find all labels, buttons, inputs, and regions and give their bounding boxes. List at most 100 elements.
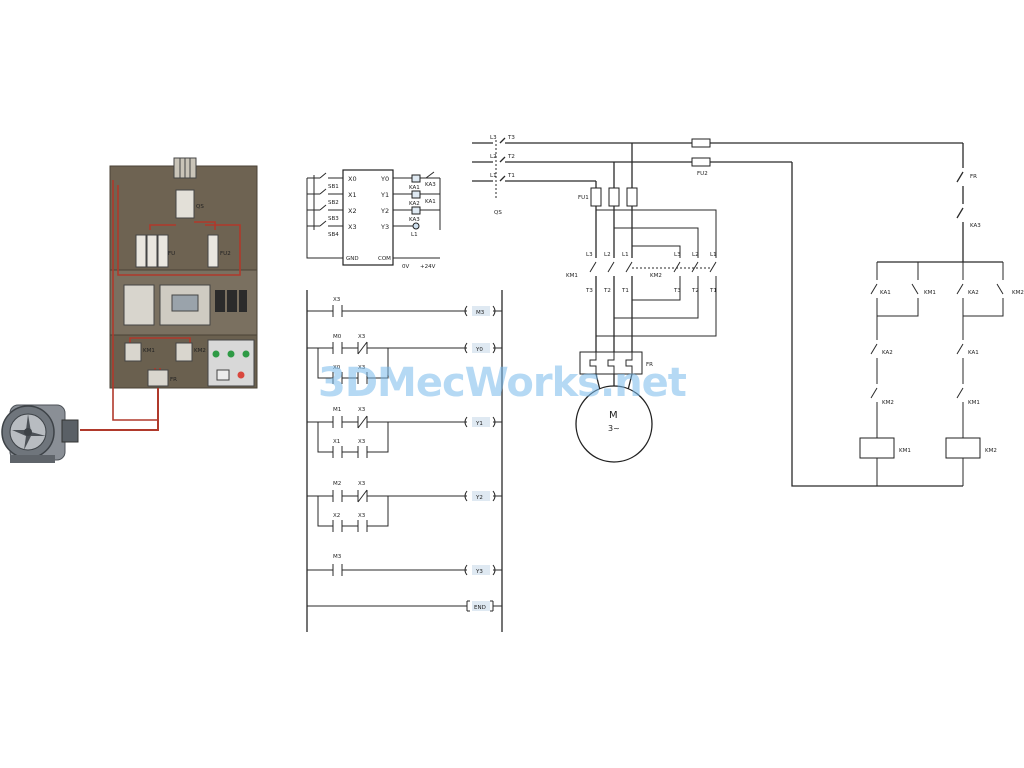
- svg-text:X2: X2: [333, 513, 340, 519]
- svg-text:Y2: Y2: [380, 207, 389, 215]
- svg-text:Y1: Y1: [475, 421, 483, 427]
- svg-text:T2: T2: [603, 288, 611, 294]
- svg-text:L3: L3: [490, 135, 497, 141]
- svg-text:L3: L3: [674, 252, 681, 258]
- panel-breaker-qs: QS: [175, 189, 204, 219]
- svg-text:KM2: KM2: [194, 348, 206, 354]
- svg-text:T3: T3: [507, 135, 515, 141]
- svg-text:KM1: KM1: [968, 400, 980, 406]
- svg-text:KM1: KM1: [924, 290, 936, 296]
- svg-text:KA1: KA1: [425, 199, 436, 205]
- svg-text:KM1: KM1: [899, 448, 911, 454]
- svg-text:X3: X3: [358, 334, 366, 340]
- plc-io-diagram: X0 X1 X2 X3 GND Y0 Y1 Y2 Y3 COM SB1 SB2 …: [306, 169, 441, 270]
- svg-text:FU2: FU2: [697, 171, 708, 177]
- motor-render: [1, 404, 79, 463]
- green-button: [242, 350, 250, 358]
- svg-text:T2: T2: [691, 288, 699, 294]
- svg-text:T3: T3: [585, 288, 593, 294]
- svg-text:KA3: KA3: [409, 217, 420, 223]
- svg-text:T1: T1: [507, 173, 515, 179]
- svg-text:T1: T1: [709, 288, 717, 294]
- svg-text:L3: L3: [586, 252, 593, 258]
- svg-text:Y1: Y1: [380, 191, 389, 199]
- svg-text:GND: GND: [346, 256, 359, 262]
- svg-text:KA1: KA1: [968, 350, 979, 356]
- svg-text:+24V: +24V: [420, 264, 436, 270]
- svg-text:M3: M3: [476, 310, 485, 316]
- svg-text:Y0: Y0: [475, 347, 483, 353]
- svg-text:X2: X2: [348, 207, 357, 215]
- panel-contactors: KM1 KM2 FR: [124, 342, 206, 387]
- panel-door-buttons: [207, 339, 255, 387]
- svg-text:QS: QS: [494, 210, 502, 216]
- svg-text:Y2: Y2: [475, 495, 483, 501]
- svg-text:M: M: [609, 410, 618, 421]
- main-power-circuit: L3 L2 L1 T3 T2 T1 QS FU2 FU1 L3 L2 L1 T3…: [472, 135, 963, 463]
- green-button: [227, 350, 235, 358]
- panel-plc: [123, 284, 247, 326]
- svg-text:KM2: KM2: [882, 400, 894, 406]
- svg-text:KA1: KA1: [409, 185, 420, 191]
- svg-text:FU: FU: [168, 251, 175, 257]
- red-indicator: [237, 371, 245, 379]
- svg-text:T1: T1: [621, 288, 629, 294]
- svg-text:M1: M1: [333, 407, 341, 413]
- svg-text:FR: FR: [646, 362, 653, 368]
- svg-text:M0: M0: [333, 334, 342, 340]
- panel-fuses: FU FU2: [135, 234, 231, 268]
- svg-text:KM2: KM2: [1012, 290, 1024, 296]
- svg-text:COM: COM: [378, 256, 391, 262]
- svg-text:X0: X0: [333, 365, 341, 371]
- svg-text:X3: X3: [358, 439, 366, 445]
- svg-text:KM2: KM2: [650, 273, 662, 279]
- svg-text:L1: L1: [490, 173, 497, 179]
- svg-text:KA2: KA2: [968, 290, 979, 296]
- svg-text:KA2: KA2: [882, 350, 893, 356]
- svg-text:L1: L1: [411, 232, 418, 238]
- ladder-rung-end: END: [307, 600, 502, 612]
- svg-text:0V: 0V: [402, 264, 409, 270]
- ladder-rung: M2 X3 X2 X3 Y2: [307, 481, 502, 532]
- svg-text:X1: X1: [348, 191, 357, 199]
- svg-text:FU2: FU2: [220, 251, 231, 257]
- ladder-rung: M0 X3 X0 X3 Y0: [307, 334, 502, 384]
- svg-text:KM1: KM1: [143, 348, 155, 354]
- svg-text:L1: L1: [622, 252, 629, 258]
- ladder-rung: M1 X3 X1 X3 Y1: [307, 407, 502, 458]
- svg-text:X3: X3: [358, 365, 366, 371]
- svg-text:L1: L1: [710, 252, 717, 258]
- green-button: [212, 350, 220, 358]
- svg-text:X3: X3: [358, 481, 366, 487]
- svg-text:X3: X3: [348, 223, 357, 231]
- svg-text:T2: T2: [507, 154, 515, 160]
- motor-symbol: [575, 385, 653, 463]
- ladder-rung: X3 M3: [307, 297, 502, 317]
- svg-text:KA2: KA2: [409, 201, 420, 207]
- svg-text:X3: X3: [358, 407, 366, 413]
- svg-text:END: END: [474, 605, 486, 611]
- svg-text:T3: T3: [673, 288, 681, 294]
- svg-text:FR: FR: [170, 377, 177, 383]
- svg-text:L2: L2: [692, 252, 699, 258]
- svg-text:KA3: KA3: [425, 182, 436, 188]
- svg-text:Y0: Y0: [380, 175, 389, 183]
- svg-text:L2: L2: [604, 252, 611, 258]
- svg-text:KM1: KM1: [566, 273, 578, 279]
- control-panel-render: QS FU FU2: [80, 157, 258, 431]
- ladder-diagram: X3 M3 M0 X3 X0 X3 Y0 M1 X3 X1 X3: [306, 290, 503, 632]
- svg-text:KA1: KA1: [880, 290, 891, 296]
- svg-text:X3: X3: [333, 297, 341, 303]
- svg-text:3~: 3~: [608, 424, 620, 433]
- svg-text:X0: X0: [348, 175, 357, 183]
- ladder-rung: M3 Y3: [307, 554, 502, 576]
- svg-text:X1: X1: [333, 439, 340, 445]
- svg-text:Y3: Y3: [380, 223, 389, 231]
- svg-text:FU1: FU1: [578, 195, 589, 201]
- svg-text:KM2: KM2: [985, 448, 997, 454]
- svg-text:SB4: SB4: [328, 232, 339, 238]
- svg-text:M2: M2: [333, 481, 341, 487]
- svg-text:M3: M3: [333, 554, 342, 560]
- svg-text:L2: L2: [490, 154, 497, 160]
